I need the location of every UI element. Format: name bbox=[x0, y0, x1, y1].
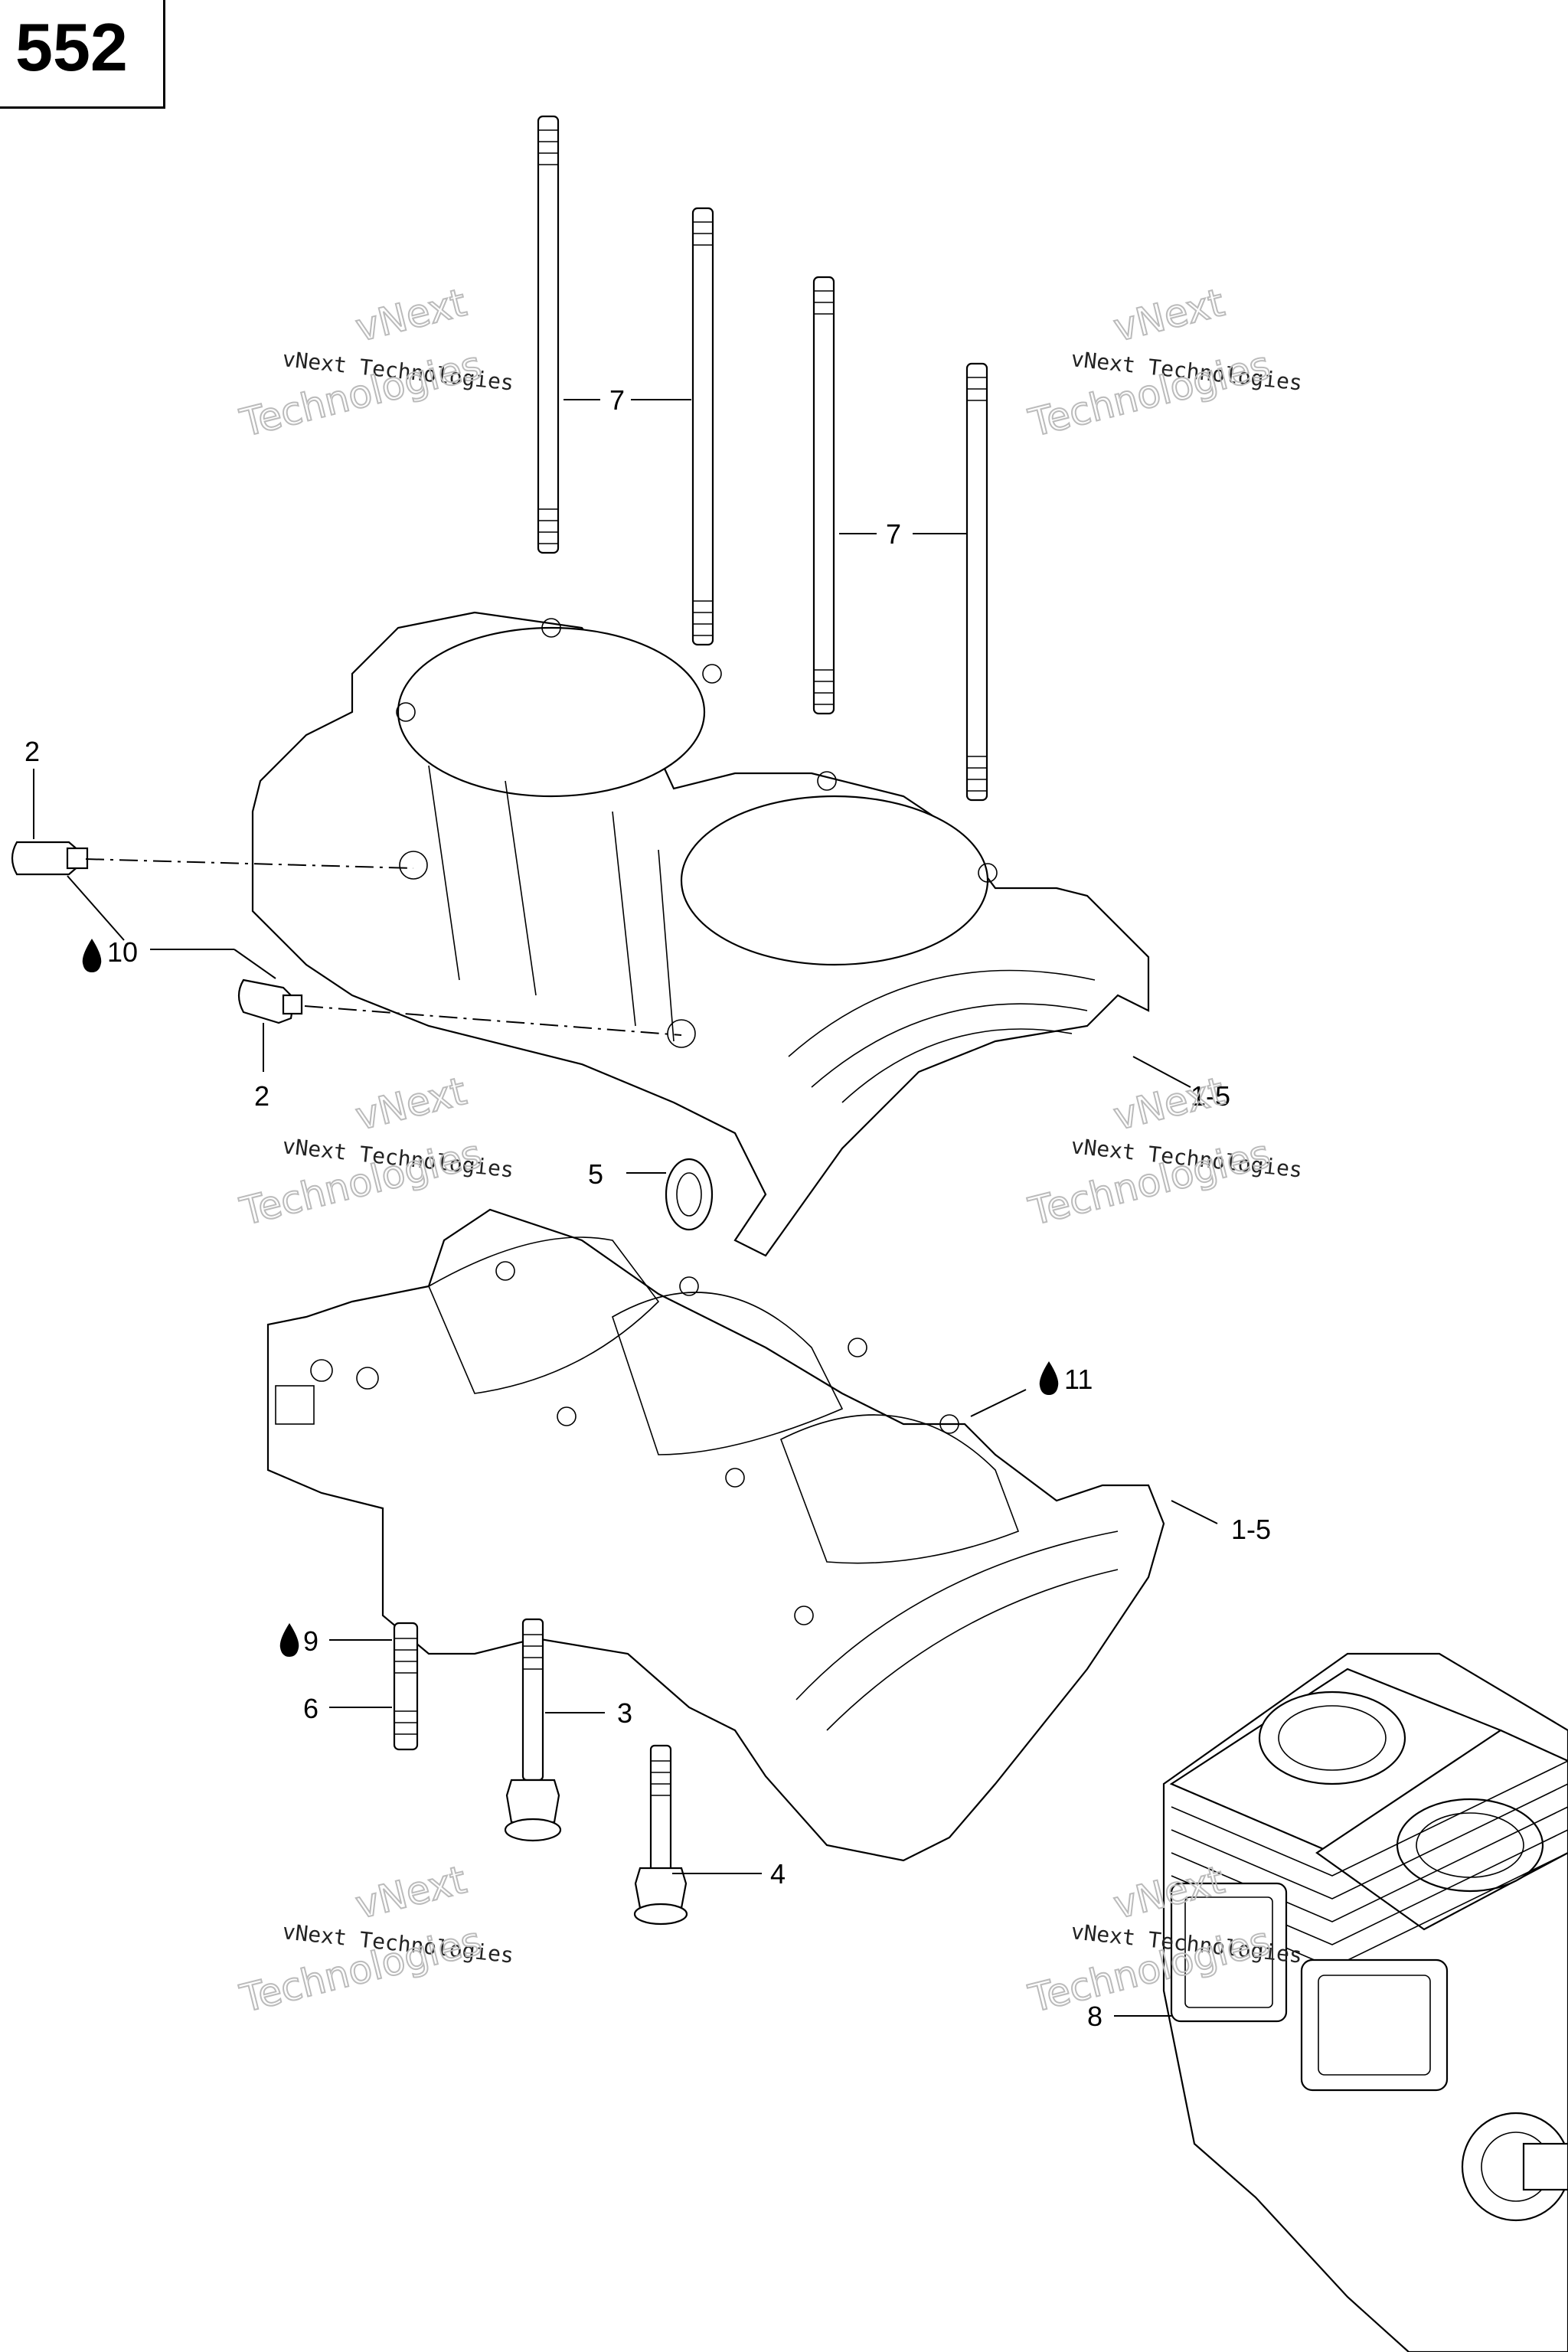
bolt-3 bbox=[504, 1618, 562, 1842]
bolt-4 bbox=[633, 1744, 688, 1926]
stud-6 bbox=[393, 1622, 419, 1751]
upper-crankcase bbox=[251, 611, 1150, 1257]
callout-2-lower: 2 bbox=[254, 1080, 270, 1112]
callout-11: 11 bbox=[1064, 1364, 1093, 1395]
lower-crankcase bbox=[266, 1208, 1165, 1862]
svg-text:vNext: vNext bbox=[1109, 1069, 1229, 1139]
engine-assembly bbox=[1162, 1652, 1568, 2352]
watermark-mid-left: vNext vNext Technologies Technologies bbox=[235, 1068, 515, 1235]
watermark-top-right: vNext vNext Technologies Technologies bbox=[1024, 279, 1304, 446]
fitting-2-upper bbox=[11, 841, 89, 876]
svg-text:vNext: vNext bbox=[351, 1857, 471, 1928]
page-number: 552 bbox=[15, 9, 128, 85]
svg-text:vNext: vNext bbox=[1109, 280, 1229, 351]
callout-4: 4 bbox=[770, 1858, 786, 1890]
fitting-2-lower bbox=[237, 978, 303, 1024]
page-number-box: 552 bbox=[0, 0, 165, 109]
callout-3: 3 bbox=[617, 1697, 632, 1729]
stud-7-d bbox=[965, 362, 988, 802]
callout-10: 10 bbox=[107, 936, 138, 968]
oil-drop-icon bbox=[82, 939, 102, 972]
callout-1-5-lower: 1-5 bbox=[1231, 1514, 1271, 1545]
callout-5: 5 bbox=[588, 1158, 603, 1190]
oil-drop-icon bbox=[279, 1623, 299, 1657]
callout-2-upper: 2 bbox=[24, 736, 40, 767]
svg-text:vNext: vNext bbox=[351, 1069, 471, 1139]
watermark-mid-right: vNext vNext Technologies Technologies bbox=[1024, 1068, 1304, 1235]
callout-7-right: 7 bbox=[886, 518, 901, 550]
axis-line-fitting-lower bbox=[304, 1005, 682, 1036]
watermark-bottom-left: vNext vNext Technologies Technologies bbox=[235, 1857, 515, 2022]
seal-5 bbox=[665, 1158, 714, 1231]
watermark-top-left: vNext vNext Technologies Technologies bbox=[235, 279, 515, 446]
stud-7-c bbox=[812, 276, 835, 715]
callout-7-left: 7 bbox=[609, 384, 625, 416]
oil-drop-icon bbox=[1039, 1361, 1059, 1395]
svg-text:vNext: vNext bbox=[351, 280, 471, 351]
callout-1-5-upper: 1-5 bbox=[1191, 1080, 1230, 1112]
leader-lines bbox=[33, 399, 1218, 2017]
callout-8: 8 bbox=[1087, 2001, 1102, 2032]
callout-6: 6 bbox=[303, 1693, 318, 1724]
callout-9: 9 bbox=[303, 1625, 318, 1657]
stud-7-b bbox=[691, 207, 714, 646]
axis-line-fitting-upper bbox=[85, 858, 414, 869]
stud-7-a bbox=[537, 115, 560, 554]
